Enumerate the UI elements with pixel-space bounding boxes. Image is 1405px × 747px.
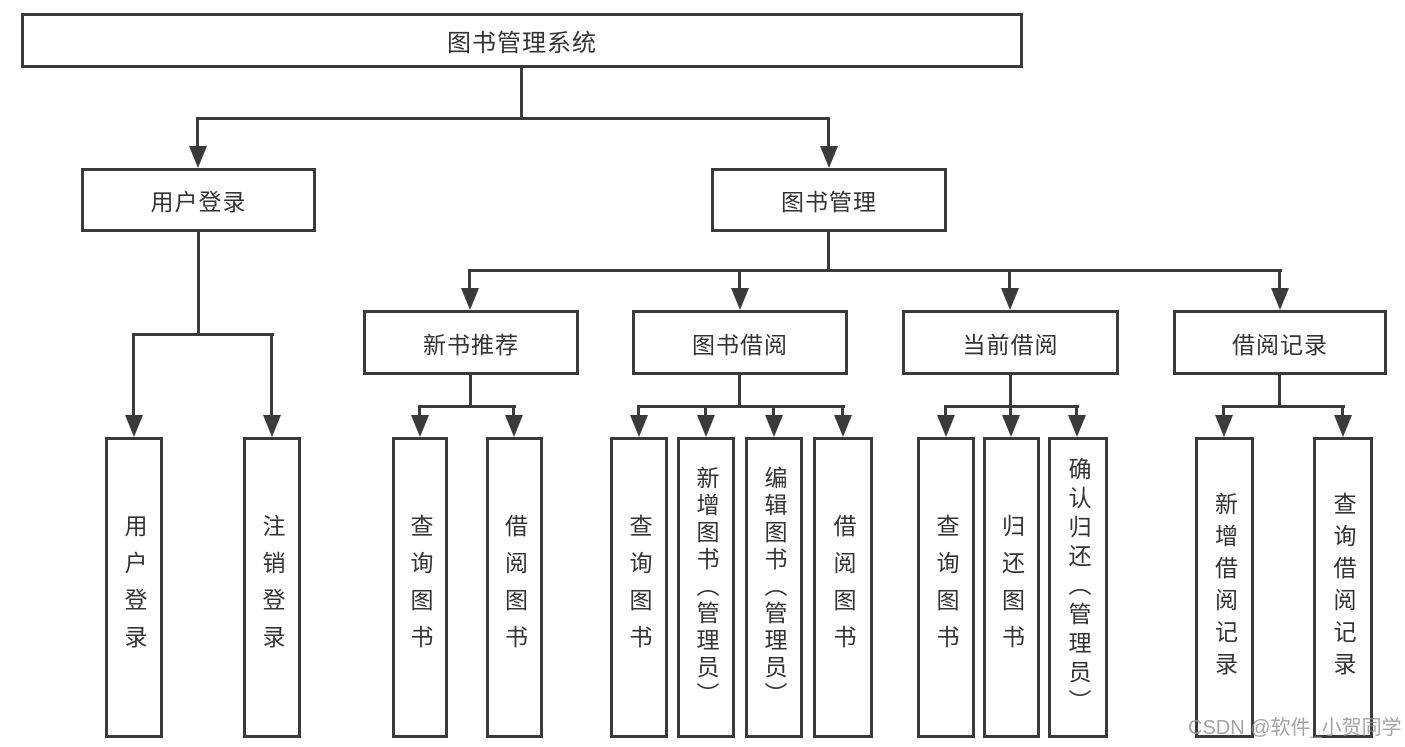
arrow-down-icon [765,415,783,437]
leaf-logout: 注销登录 [243,437,301,738]
arrow-down-icon [263,415,281,437]
connector-nbr-bar [418,405,516,408]
node-user-login: 用户登录 [81,168,316,232]
arrow-down-icon [189,146,207,168]
connector-current-borrow-stem [1008,269,1011,290]
connector-br-leaf1-stem [1222,405,1225,417]
connector-borrow-records-stem [1278,269,1281,290]
node-new-book-recommend: 新书推荐 [363,310,579,375]
connector-new-book-recommend-stem [468,269,471,290]
connector-bb-down [738,375,741,408]
arrow-down-icon [1002,415,1020,437]
arrow-down-icon [820,146,838,168]
connector-book-management-down [827,232,830,272]
node-current-borrow-label: 当前借阅 [962,331,1059,358]
leaf-cb-confirm-return: 确认归还（管理员） [1048,437,1108,738]
leaf-cb-query-book-label: 查询图书 [933,513,959,662]
leaf-cb-return-book-label: 归还图书 [998,513,1025,662]
watermark: CSDN @软件_小贺同学 [1188,717,1402,739]
leaf-nbr-borrow-book-label: 借阅图书 [501,513,528,662]
connector-user-login-bar [133,333,274,336]
leaf-br-add-record-label: 新增借阅记录 [1211,491,1238,684]
connector-root-bar [197,117,830,120]
leaf-br-add-record: 新增借阅记录 [1195,437,1254,738]
connector-cb-leaf1-stem [944,405,947,417]
arrow-down-icon [834,415,852,437]
connector-br-bar [1222,405,1345,408]
leaf-cb-return-book: 归还图书 [983,437,1040,738]
connector-bb-leaf2-stem [704,405,707,417]
node-user-login-label: 用户登录 [150,189,247,215]
node-borrow-records: 借阅记录 [1173,310,1387,375]
arrow-down-icon [125,415,143,437]
arrow-down-icon [1001,288,1019,310]
leaf-nbr-query-book: 查询图书 [392,437,448,738]
arrow-down-icon [1068,415,1086,437]
leaf-bb-query-book: 查询图书 [610,437,668,738]
connector-bb-leaf4-stem [841,405,844,417]
connector-bb-bar [637,405,845,408]
node-book-management: 图书管理 [711,168,947,232]
connector-cb-down [1009,375,1012,408]
leaf-user-login: 用户登录 [105,437,163,738]
node-root-label: 图书管理系统 [447,30,597,57]
leaf-bb-borrow-book-label: 借阅图书 [830,513,856,662]
arrow-down-icon [937,415,955,437]
leaf-cb-confirm-return-label: 确认归还（管理员） [1065,457,1091,718]
connector-cb-leaf2-stem [1009,405,1012,417]
leaf-bb-edit-book: 编辑图书（管理员） [745,437,803,738]
arrow-down-icon [461,288,479,310]
leaf-br-query-record: 查询借阅记录 [1313,437,1373,738]
connector-root-stem [520,68,523,120]
leaf-bb-query-book-label: 查询图书 [626,513,652,662]
arrow-down-icon [411,415,429,437]
leaf-bb-add-book-label: 新增图书（管理员） [693,466,719,709]
arrow-down-icon [1215,415,1233,437]
connector-bb-leaf3-stem [772,405,775,417]
node-current-borrow: 当前借阅 [902,310,1119,375]
connector-bb-leaf1-stem [637,405,640,417]
leaf-bb-add-book: 新增图书（管理员） [677,437,735,738]
connector-leaf-login-stem [132,333,135,417]
node-book-management-label: 图书管理 [781,189,877,215]
arrow-down-icon [731,288,749,310]
leaf-cb-query-book: 查询图书 [917,437,975,738]
node-root: 图书管理系统 [21,13,1023,68]
leaf-nbr-query-book-label: 查询图书 [407,513,433,662]
arrow-down-icon [1271,288,1289,310]
connector-leaf-logout-stem [270,333,273,417]
arrow-down-icon [697,415,715,437]
connector-book-borrow-stem [738,269,741,290]
arrow-down-icon [630,415,648,437]
connector-cb-leaf3-stem [1075,405,1078,417]
connector-book-management-stem [827,117,830,147]
connector-nbr-leaf2-stem [512,405,515,417]
node-book-borrow-label: 图书借阅 [692,331,788,358]
connector-nbr-down [469,375,472,408]
leaf-br-query-record-label: 查询借阅记录 [1330,491,1356,684]
arrow-down-icon [1334,415,1352,437]
connector-nbr-leaf1-stem [418,405,421,417]
node-new-book-recommend-label: 新书推荐 [423,331,519,358]
leaf-bb-borrow-book: 借阅图书 [813,437,873,738]
connector-br-down [1278,375,1281,408]
leaf-user-login-label: 用户登录 [121,513,147,662]
connector-br-leaf2-stem [1341,405,1344,417]
connector-user-login-down [197,232,200,336]
leaf-nbr-borrow-book: 借阅图书 [486,437,543,738]
leaf-logout-label: 注销登录 [259,513,285,662]
node-borrow-records-label: 借阅记录 [1232,331,1328,358]
connector-book-management-bar [469,269,1282,272]
arrow-down-icon [505,415,523,437]
connector-user-login-stem [196,117,199,147]
node-book-borrow: 图书借阅 [632,310,848,375]
leaf-bb-edit-book-label: 编辑图书（管理员） [761,466,787,709]
